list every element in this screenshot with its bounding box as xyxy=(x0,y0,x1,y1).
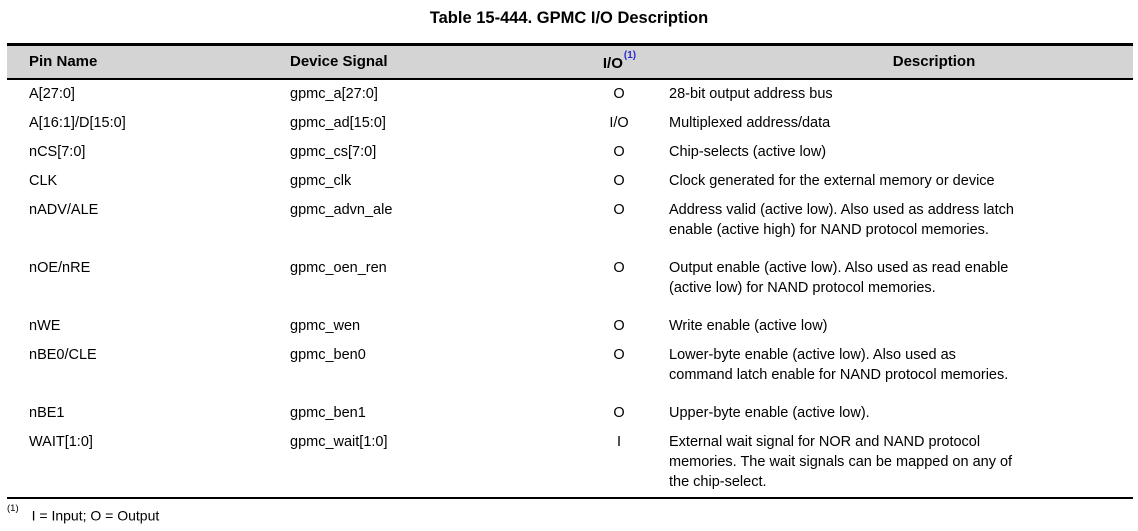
description-cell: 28-bit output address bus xyxy=(669,86,833,102)
description-cell: Clock generated for the external memory … xyxy=(669,173,995,189)
io-cell: O xyxy=(613,405,625,421)
io-cell: I xyxy=(616,434,622,450)
table-row: nWE gpmc_wen O Write enable (active low) xyxy=(7,312,1133,341)
table-row: CLK gpmc_clk O Clock generated for the e… xyxy=(7,167,1133,196)
device-signal-cell: gpmc_clk xyxy=(290,173,352,189)
table-row: nADV/ALE gpmc_advn_ale O Address valid (… xyxy=(7,196,1133,254)
column-header-io: I/O(1) xyxy=(569,44,669,80)
column-header-description: Description xyxy=(669,44,1133,80)
device-signal-cell: gpmc_ben0 xyxy=(290,347,366,363)
io-header-label: I/O xyxy=(602,55,623,72)
column-header-pin-name: Pin Name xyxy=(7,44,284,80)
pin-name-cell: nBE0/CLE xyxy=(29,347,97,363)
pin-name-cell: nBE1 xyxy=(29,405,65,421)
description-cell: Address valid (active low). Also used as… xyxy=(669,202,1014,238)
io-footnote-ref: (1) xyxy=(623,49,637,61)
device-signal-cell: gpmc_ad[15:0] xyxy=(290,115,386,131)
footnote-ref: (1) xyxy=(7,503,19,514)
description-cell: Multiplexed address/data xyxy=(669,115,831,131)
table-row: A[16:1]/D[15:0] gpmc_ad[15:0] I/O Multip… xyxy=(7,109,1133,138)
table-row: WAIT[1:0] gpmc_wait[1:0] I External wait… xyxy=(7,428,1133,498)
device-signal-cell: gpmc_a[27:0] xyxy=(290,86,378,102)
pin-name-cell: CLK xyxy=(29,173,58,189)
io-cell: O xyxy=(613,260,625,276)
io-cell: O xyxy=(613,318,625,334)
pin-name-cell: nWE xyxy=(29,318,61,334)
pin-name-cell: nADV/ALE xyxy=(29,202,99,218)
table-row: nBE0/CLE gpmc_ben0 O Lower-byte enable (… xyxy=(7,341,1133,399)
footnote-text: I = Input; O = Output xyxy=(31,507,160,524)
io-cell: O xyxy=(613,347,625,363)
table-header-row: Pin Name Device Signal I/O(1) Descriptio… xyxy=(7,44,1133,80)
device-signal-cell: gpmc_cs[7:0] xyxy=(290,144,377,160)
pin-name-cell: A[27:0] xyxy=(29,86,75,102)
pin-name-cell: nCS[7:0] xyxy=(29,144,86,160)
table-row: A[27:0] gpmc_a[27:0] O 28-bit output add… xyxy=(7,79,1133,109)
device-signal-cell: gpmc_oen_ren xyxy=(290,260,387,276)
description-cell: External wait signal for NOR and NAND pr… xyxy=(669,434,1013,490)
table-row: nCS[7:0] gpmc_cs[7:0] O Chip-selects (ac… xyxy=(7,138,1133,167)
description-cell: Upper-byte enable (active low). xyxy=(669,405,870,421)
io-cell: O xyxy=(613,86,625,102)
pin-name-cell: A[16:1]/D[15:0] xyxy=(29,115,126,131)
description-cell: Output enable (active low). Also used as… xyxy=(669,260,1009,296)
column-header-device-signal: Device Signal xyxy=(284,44,569,80)
pin-name-cell: WAIT[1:0] xyxy=(29,434,93,450)
gpmc-io-table: Pin Name Device Signal I/O(1) Descriptio… xyxy=(7,43,1133,499)
description-cell: Write enable (active low) xyxy=(669,318,828,334)
device-signal-cell: gpmc_advn_ale xyxy=(290,202,393,218)
io-cell: I/O xyxy=(609,115,629,131)
device-signal-cell: gpmc_wen xyxy=(290,318,361,334)
description-cell: Lower-byte enable (active low). Also use… xyxy=(669,347,1009,383)
table-row: nOE/nRE gpmc_oen_ren O Output enable (ac… xyxy=(7,254,1133,312)
device-signal-cell: gpmc_ben1 xyxy=(290,405,366,421)
io-cell: O xyxy=(613,202,625,218)
io-cell: O xyxy=(613,173,625,189)
page-title: Table 15-444. GPMC I/O Description xyxy=(429,9,709,27)
io-cell: O xyxy=(613,144,625,160)
description-cell: Chip-selects (active low) xyxy=(669,144,827,160)
pin-name-cell: nOE/nRE xyxy=(29,260,91,276)
table-row: nBE1 gpmc_ben1 O Upper-byte enable (acti… xyxy=(7,399,1133,428)
device-signal-cell: gpmc_wait[1:0] xyxy=(290,434,388,450)
footnote: (1) I = Input; O = Output xyxy=(7,503,1138,525)
